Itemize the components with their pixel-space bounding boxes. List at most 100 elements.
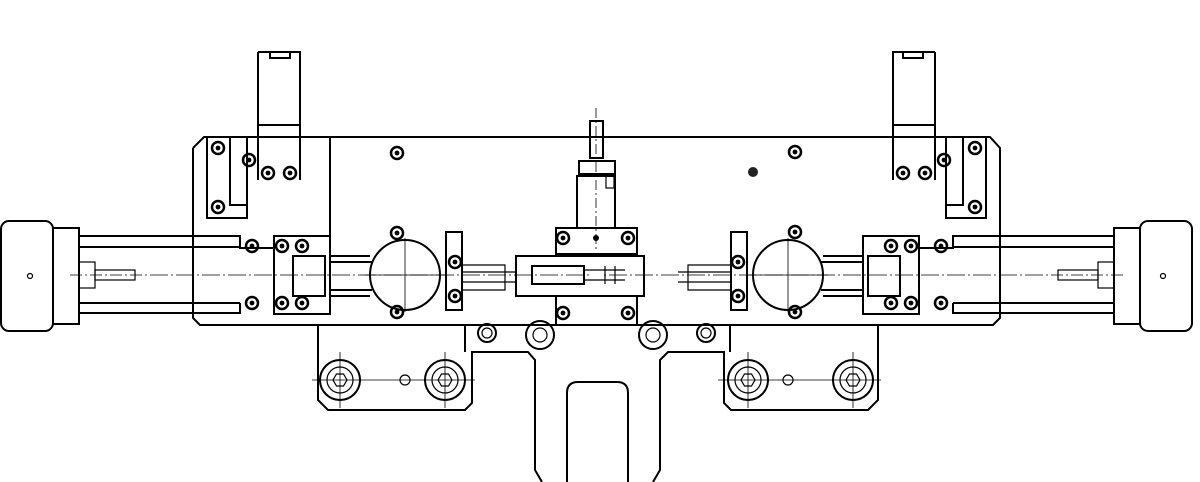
screw-socket bbox=[394, 230, 400, 236]
horizontal-piston bbox=[531, 265, 585, 285]
socket-screw bbox=[294, 295, 310, 311]
screw-socket bbox=[560, 235, 566, 241]
socket-screw bbox=[244, 295, 260, 311]
screw-socket bbox=[265, 170, 271, 176]
screw-socket bbox=[625, 235, 631, 241]
plate-screws bbox=[389, 144, 803, 321]
screw-socket bbox=[249, 243, 255, 249]
screw-head bbox=[555, 305, 571, 321]
socket-screw bbox=[447, 254, 463, 270]
lower-mount bbox=[555, 295, 638, 326]
socket-screws bbox=[210, 140, 463, 311]
bottom-screw-large-inner bbox=[532, 327, 548, 343]
center-mount-block bbox=[464, 325, 731, 352]
screw-head bbox=[241, 152, 257, 168]
screw-socket bbox=[215, 204, 221, 210]
socket-screw bbox=[241, 152, 257, 168]
socket-screw bbox=[274, 238, 290, 254]
screw-head bbox=[620, 305, 636, 321]
cylinder-mount bbox=[555, 227, 638, 255]
screw-socket bbox=[299, 300, 305, 306]
socket-screw bbox=[555, 305, 571, 321]
top-rod bbox=[589, 120, 604, 159]
screw-head bbox=[389, 225, 405, 241]
socket-screw bbox=[787, 144, 803, 160]
center-actuator bbox=[515, 108, 758, 326]
end-flange bbox=[52, 227, 80, 325]
bottom-screw bbox=[477, 323, 497, 343]
screw-head bbox=[787, 304, 803, 320]
screw-socket bbox=[394, 150, 400, 156]
lower-fork bbox=[566, 381, 629, 482]
socket-screw bbox=[260, 165, 276, 181]
screw-socket bbox=[625, 310, 631, 316]
socket-screw bbox=[389, 225, 405, 241]
socket-screw bbox=[244, 238, 260, 254]
screw-socket bbox=[452, 293, 458, 299]
screw-socket bbox=[394, 309, 400, 315]
clamp-bar bbox=[445, 231, 463, 311]
socket-screw bbox=[447, 288, 463, 304]
socket-screw bbox=[787, 304, 803, 320]
screw-socket bbox=[560, 310, 566, 316]
screw-socket bbox=[287, 170, 293, 176]
screw-socket bbox=[215, 145, 221, 151]
screw-socket bbox=[279, 243, 285, 249]
socket-screw bbox=[620, 230, 636, 246]
screw-head bbox=[447, 254, 463, 270]
screw-head bbox=[244, 238, 260, 254]
screw-head bbox=[244, 295, 260, 311]
screw-socket bbox=[792, 229, 798, 235]
screw-head bbox=[274, 238, 290, 254]
side-block bbox=[206, 137, 248, 219]
screw-head bbox=[294, 238, 310, 254]
screw-socket bbox=[299, 243, 305, 249]
socket-screw bbox=[294, 238, 310, 254]
horizontal-cylinder bbox=[515, 255, 645, 297]
socket-screw bbox=[555, 230, 571, 246]
socket-screw bbox=[787, 224, 803, 240]
screw-socket bbox=[792, 149, 798, 155]
screw-head bbox=[260, 165, 276, 181]
screw-head bbox=[555, 230, 571, 246]
guide-bushing bbox=[292, 255, 326, 297]
socket-screw bbox=[210, 199, 226, 215]
screw-head bbox=[389, 145, 405, 161]
socket-screw bbox=[389, 145, 405, 161]
mount-screw bbox=[593, 235, 599, 241]
socket-screw bbox=[210, 140, 226, 156]
socket-screw bbox=[282, 165, 298, 181]
screw-head bbox=[447, 288, 463, 304]
bottom-screw-inner bbox=[481, 327, 493, 339]
screw-socket bbox=[452, 259, 458, 265]
lower-bracket bbox=[317, 325, 879, 482]
socket-screw bbox=[389, 304, 405, 320]
vertical-post bbox=[257, 51, 301, 180]
screw-socket bbox=[792, 309, 798, 315]
grease-nipple bbox=[748, 167, 758, 177]
piston-rod-right bbox=[584, 266, 625, 284]
screw-head bbox=[210, 199, 226, 215]
screw-socket bbox=[249, 300, 255, 306]
bottom-screw-large bbox=[525, 320, 555, 350]
screw-head bbox=[787, 144, 803, 160]
screw-head bbox=[282, 165, 298, 181]
end-cap-hole bbox=[26, 272, 34, 280]
screw-head bbox=[787, 224, 803, 240]
screw-socket bbox=[246, 157, 252, 163]
rod-collar bbox=[578, 160, 616, 175]
guide-rod bbox=[330, 255, 372, 297]
screw-head bbox=[620, 230, 636, 246]
link-rod bbox=[462, 264, 515, 291]
screw-socket bbox=[279, 300, 285, 306]
guide-holder bbox=[273, 235, 331, 315]
cylinder-tube bbox=[79, 235, 275, 314]
right-actuator-assembly bbox=[601, 50, 1194, 410]
screw-head bbox=[210, 140, 226, 156]
bolt-centerlines bbox=[312, 352, 475, 408]
screw-head bbox=[389, 304, 405, 320]
left-actuator-assembly bbox=[0, 51, 590, 408]
socket-screw bbox=[274, 295, 290, 311]
screw-head bbox=[274, 295, 290, 311]
